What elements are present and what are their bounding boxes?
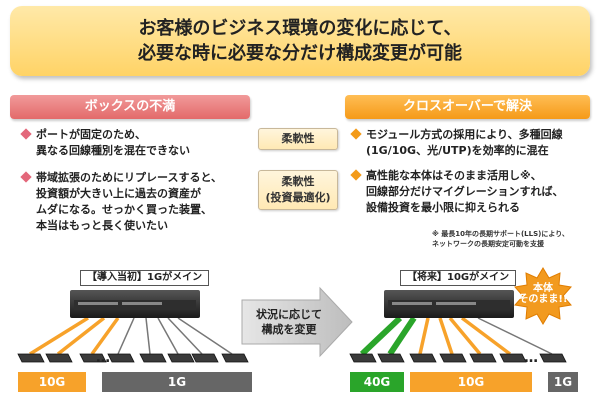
left-header: ボックスの不満: [10, 95, 250, 119]
right-40g-bar: 40G: [350, 372, 404, 392]
right-bullet-1-text: モジュール方式の採用により、多種回線 (1G/10G、光/UTP)を効率的に混在: [366, 128, 563, 157]
left-bullet-1-text: ポートが固定のため、 異なる回線種別を混在できない: [36, 128, 190, 157]
right-10g-links: [418, 316, 512, 356]
support-note: ※ 最長10年の長期サポート(LLS)により、 ネットワークの長期安定可動を支援: [432, 230, 569, 248]
left-10g-links: [29, 316, 120, 356]
starburst-badge: [514, 267, 572, 325]
left-bullet-2-text: 帯域拡張のためにリプレースすると、 投資額が大きい上に過去の資産が ムダになる。…: [36, 171, 223, 232]
right-bullet-2: 高性能な本体はそのまま活用し※、 回線部分だけマイグレーションすれば、 設備投資…: [350, 168, 598, 216]
right-terminals: [349, 353, 567, 363]
right-diagram-label: 【将来】10Gがメイン: [400, 270, 517, 286]
right-bullet-2-text: 高性能な本体はそのまま活用し※、 回線部分だけマイグレーションすれば、 設備投資…: [366, 169, 564, 214]
left-switch-device: [70, 290, 200, 318]
left-10g-bar: 10G: [18, 372, 86, 392]
flexibility-investment-box: 柔軟性 (投資最適化): [258, 170, 338, 210]
left-bullet-1: ポートが固定のため、 異なる回線種別を混在できない: [20, 127, 252, 159]
left-1g-links: [117, 317, 233, 355]
right-1g-bar: 1G: [548, 372, 578, 392]
right-1g-links: [477, 317, 553, 355]
flexibility-box: 柔軟性: [258, 128, 338, 150]
transition-label: 状況に応じて 構成を変更: [256, 308, 322, 336]
right-40g-links: [359, 315, 417, 357]
burst-text: 本体 そのまま!!: [518, 283, 568, 305]
right-bullet-1: モジュール方式の採用により、多種回線 (1G/10G、光/UTP)を効率的に混在: [350, 127, 598, 159]
title-line-1: お客様のビジネス環境の変化に応じて、: [138, 18, 462, 39]
left-ellipsis: …: [96, 350, 110, 366]
left-1g-bar: 1G: [102, 372, 252, 392]
transition-arrow: [241, 286, 353, 358]
right-ellipsis: …: [524, 350, 538, 366]
left-bullet-2: 帯域拡張のためにリプレースすると、 投資額が大きい上に過去の資産が ムダになる。…: [20, 170, 254, 234]
title-line-2: 必要な時に必要な分だけ構成変更が可能: [138, 43, 462, 64]
title-banner: お客様のビジネス環境の変化に応じて、 必要な時に必要な分だけ構成変更が可能: [10, 6, 590, 76]
left-terminals: [17, 353, 249, 363]
right-10g-bar: 10G: [410, 372, 532, 392]
right-header: クロスオーバーで解決: [345, 95, 590, 119]
left-diagram-label: 【導入当初】1Gがメイン: [80, 270, 210, 286]
right-switch-device: [384, 290, 514, 318]
